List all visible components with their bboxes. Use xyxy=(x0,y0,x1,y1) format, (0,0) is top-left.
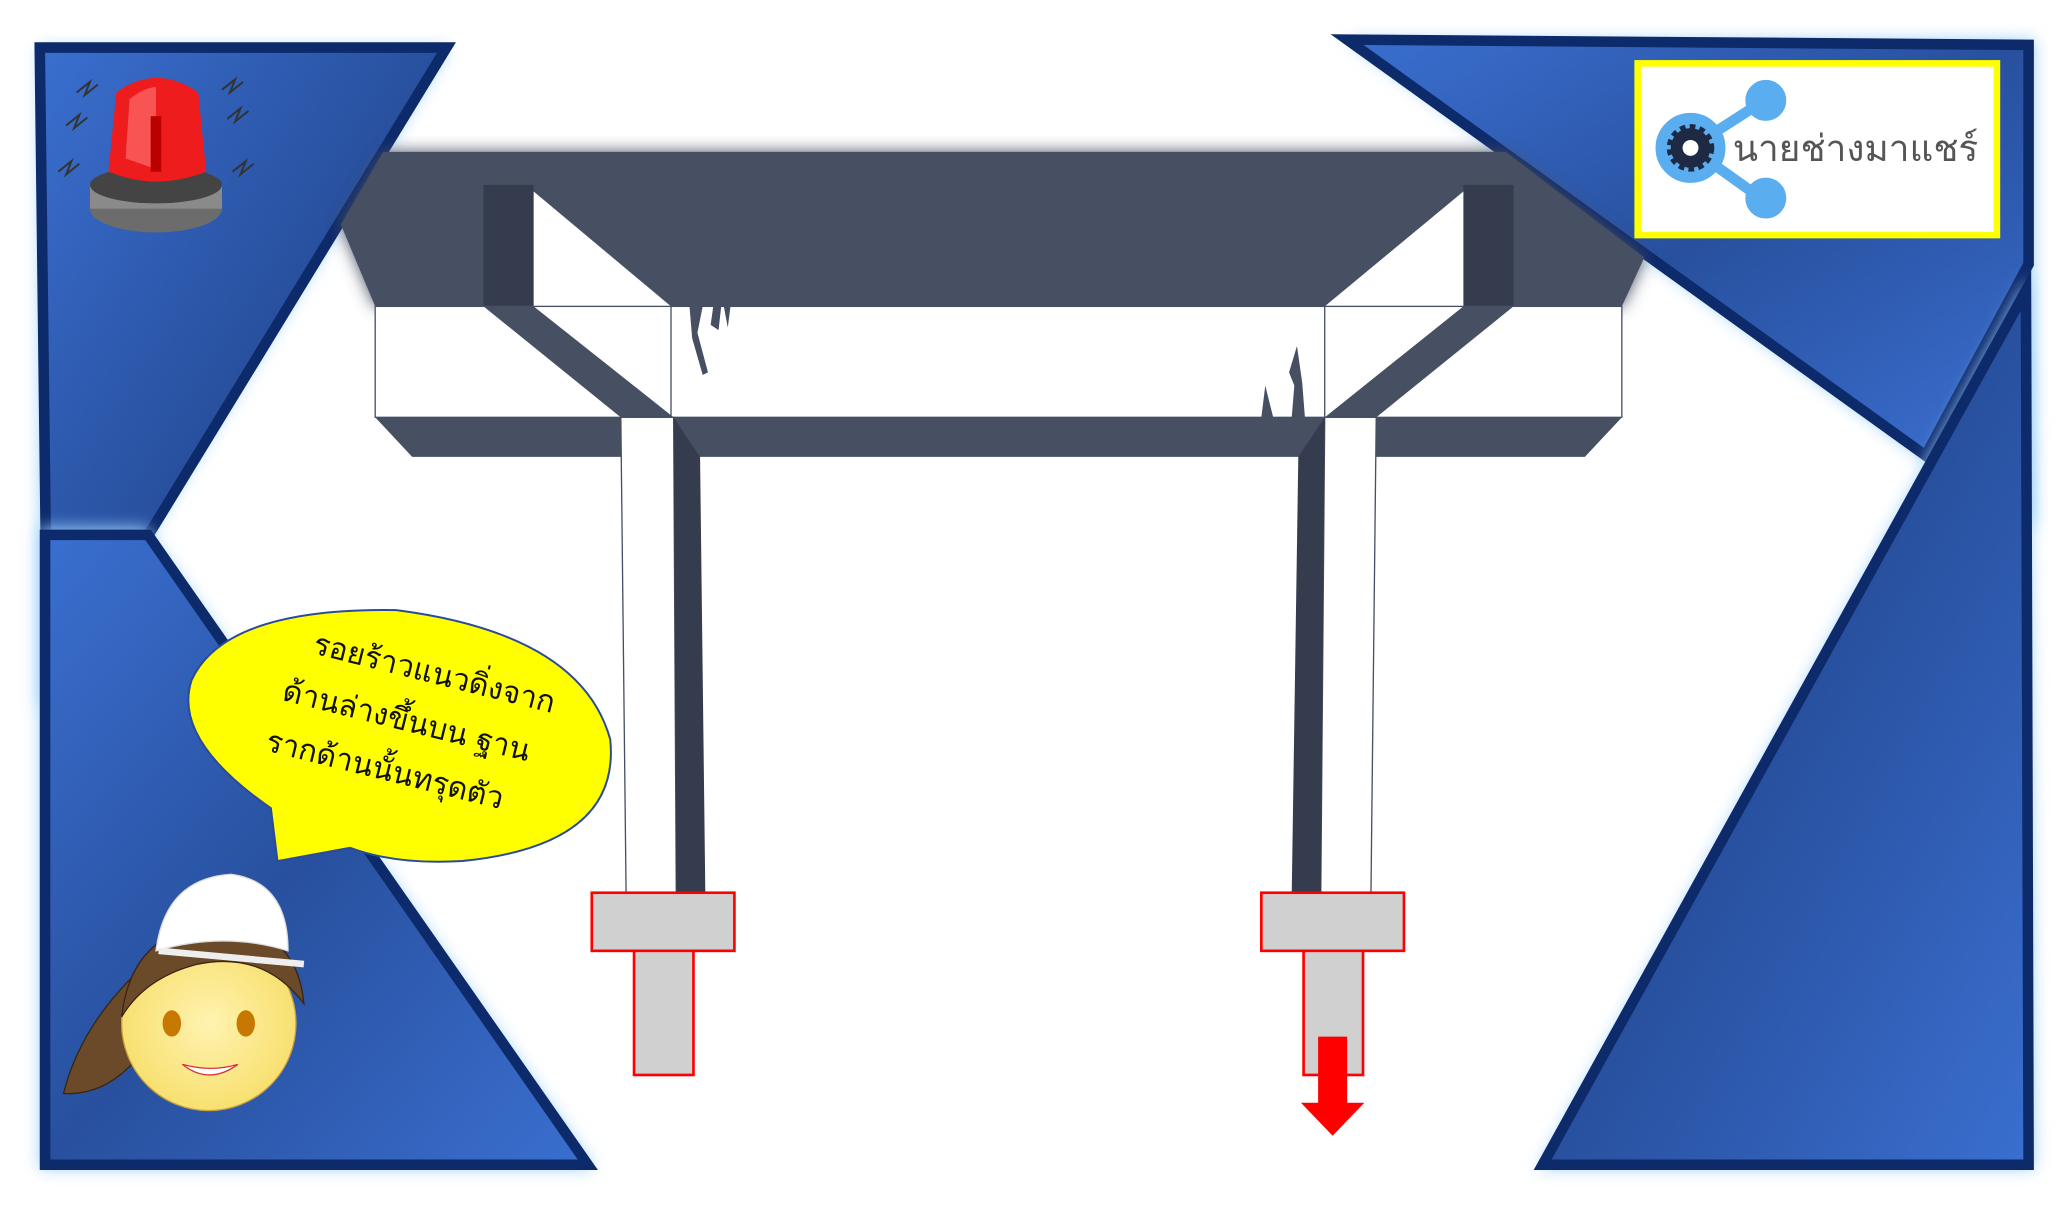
column-right xyxy=(1291,416,1377,897)
frame-right-bottom xyxy=(1533,270,2034,1171)
beam xyxy=(340,151,1645,457)
gear-icon xyxy=(1666,124,1715,172)
footing-left xyxy=(590,891,736,1077)
engineer-avatar xyxy=(62,873,305,1112)
logo: นายช่างมาแชร์ xyxy=(1634,60,2001,239)
logo-text: นายช่างมาแชร์ xyxy=(1733,127,1978,170)
column-left xyxy=(620,416,706,897)
speech-bubble: รอยร้าวแนวดิ่งจาก ด้านล่างขึ้นบน ฐาน ราก… xyxy=(187,609,612,863)
crack-marks xyxy=(689,306,1305,418)
down-arrow-icon xyxy=(1300,1036,1365,1136)
siren-icon xyxy=(57,76,255,233)
